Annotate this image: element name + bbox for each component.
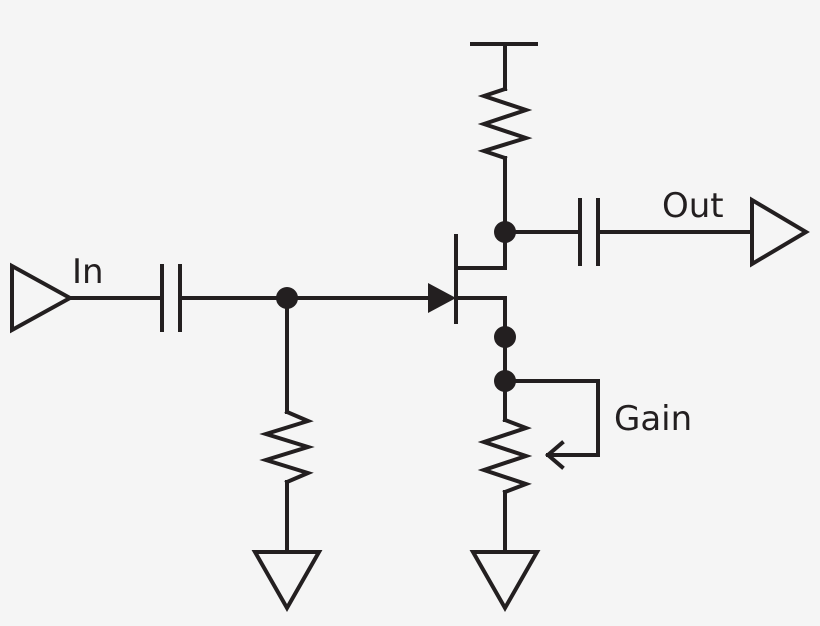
input-label: In [72, 252, 104, 292]
gain-label: Gain [614, 399, 692, 439]
gate-arrow [428, 283, 456, 313]
source-ground-symbol [469, 550, 541, 613]
output-port-triangle [750, 196, 810, 268]
gain-potentiometer [477, 417, 533, 495]
wiper-arrowhead [544, 440, 565, 470]
input-capacitor [160, 264, 182, 332]
gate-bias-resistor [259, 409, 315, 485]
output-capacitor [578, 198, 600, 266]
gate-ground-symbol [251, 550, 323, 613]
drain-resistor [477, 86, 533, 161]
wiper-wire [503, 379, 600, 457]
output-label: Out [662, 186, 724, 226]
source-junction-dot [494, 326, 516, 348]
jfet-transistor [428, 234, 507, 324]
input-port-triangle [10, 262, 75, 334]
